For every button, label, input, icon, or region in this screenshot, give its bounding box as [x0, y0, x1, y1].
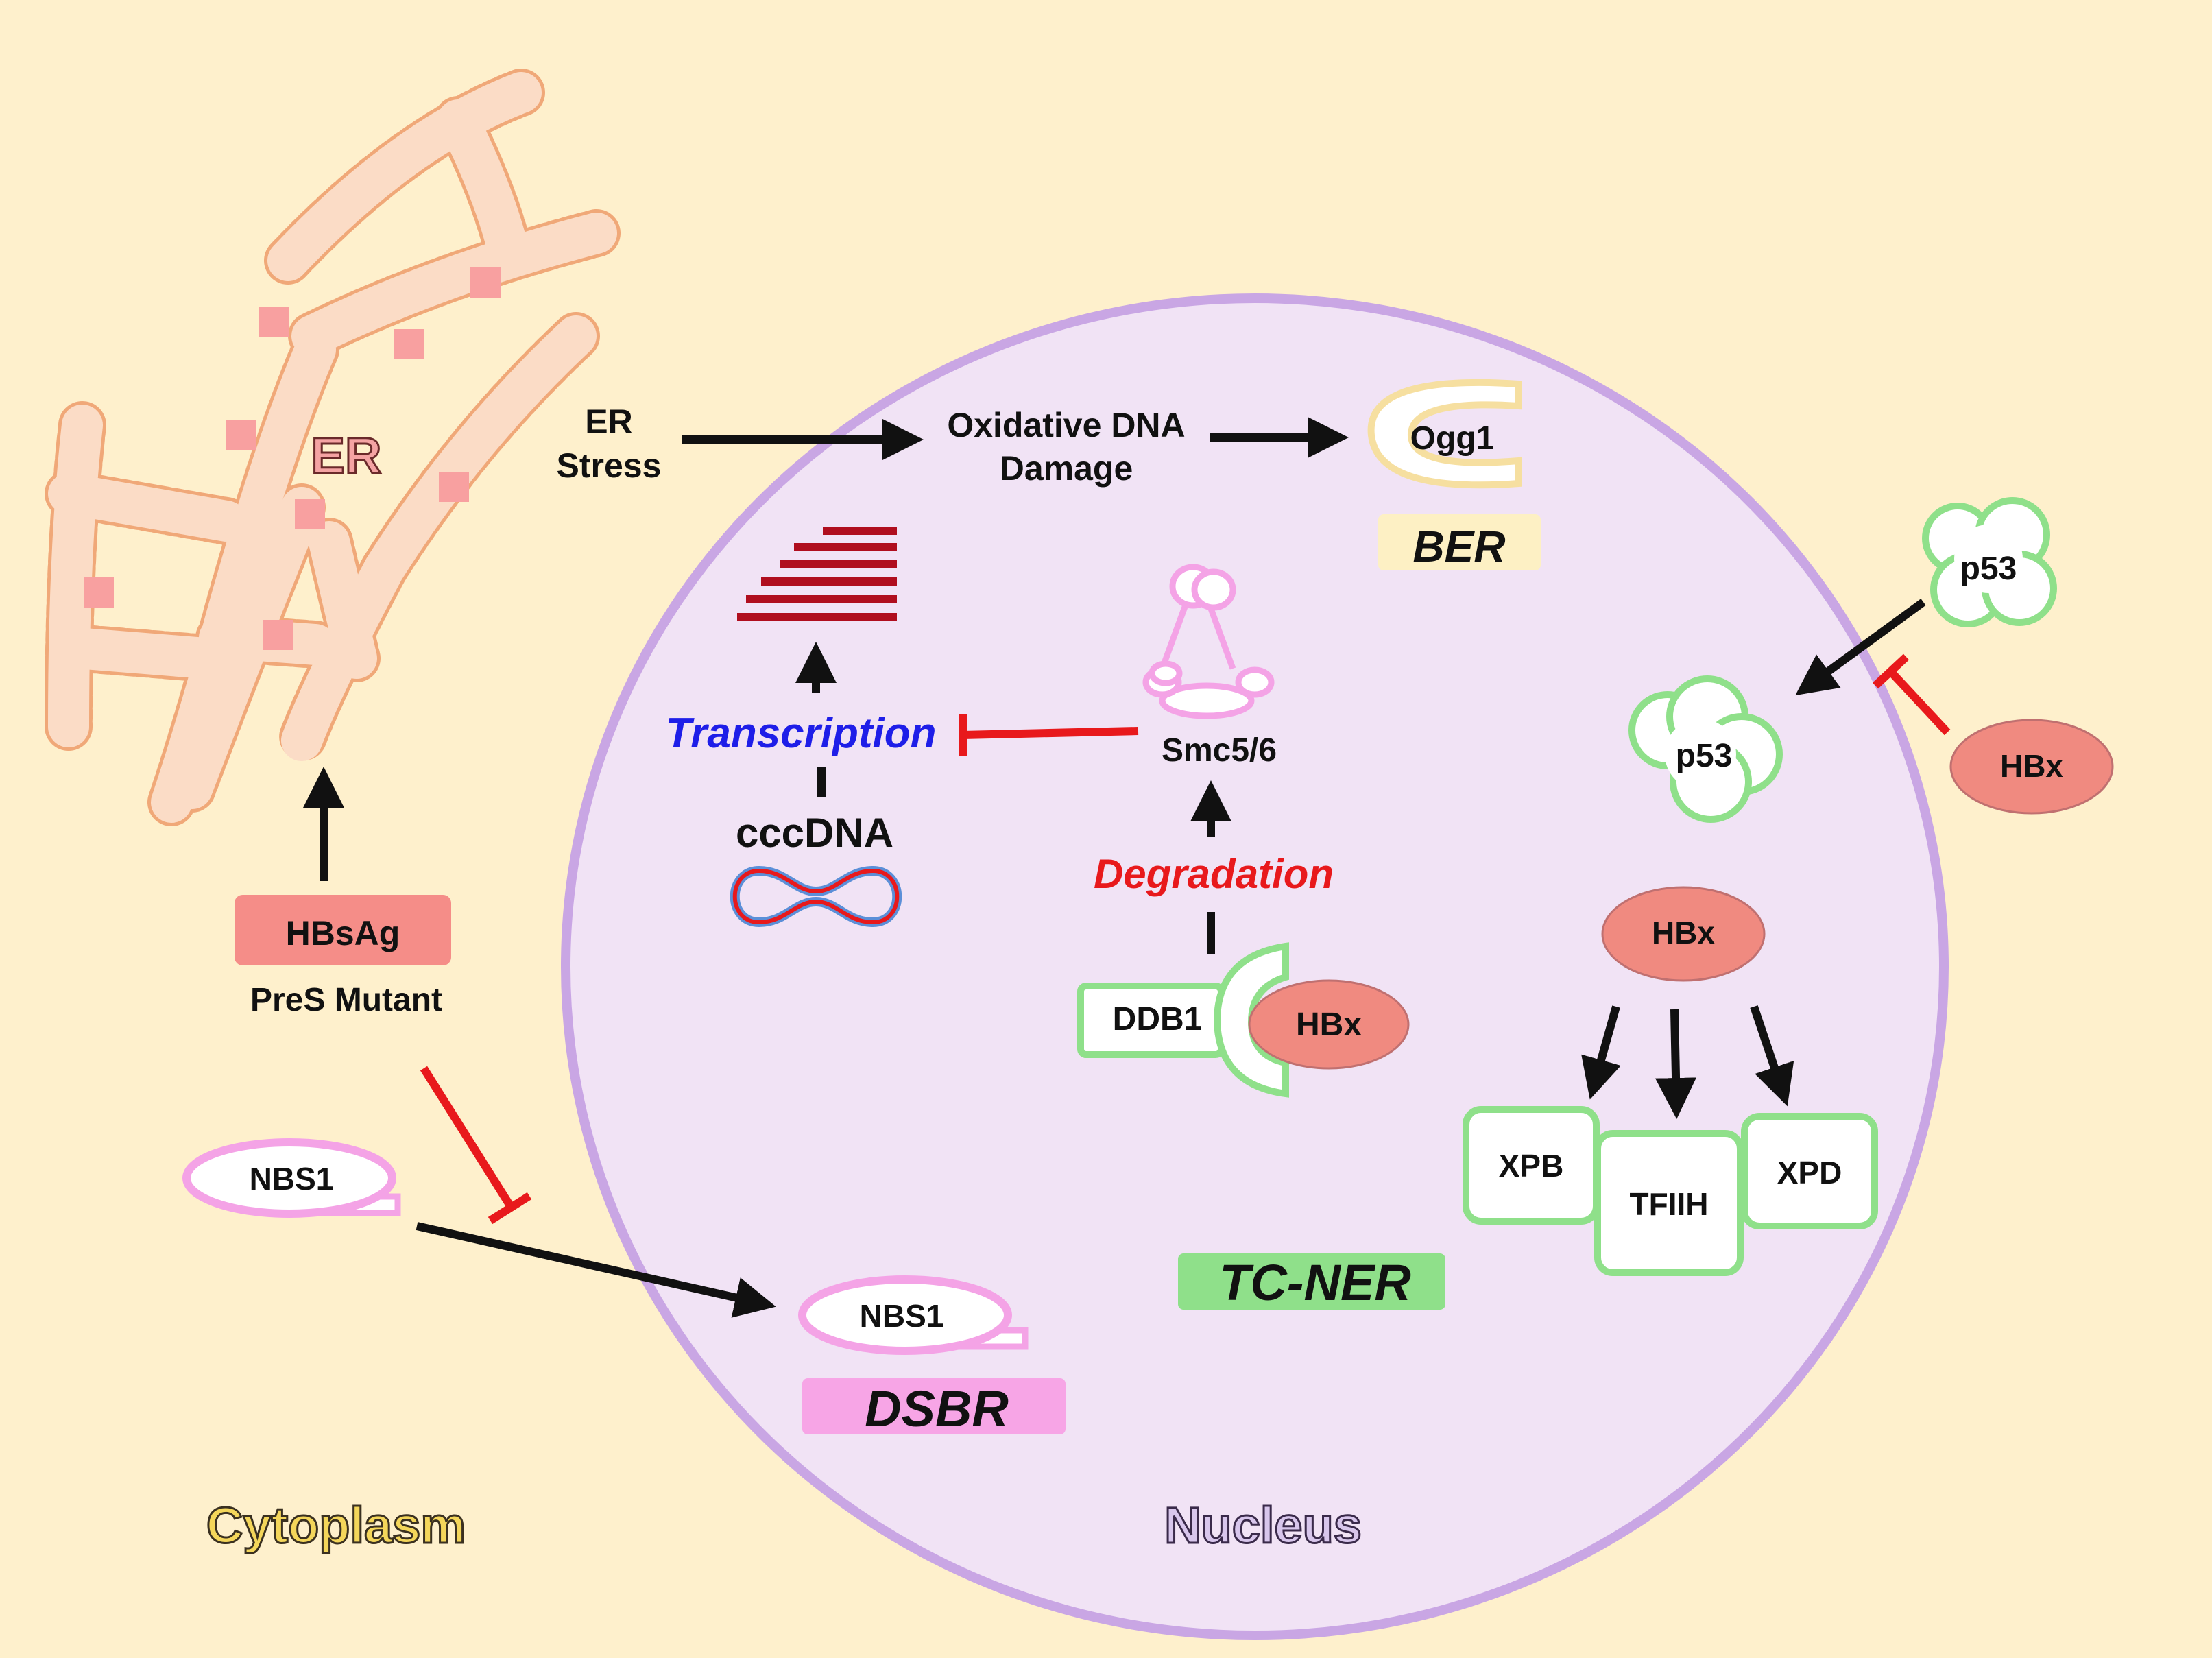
tc-ner-box: [1178, 1253, 1445, 1310]
p53-inner-label: p53: [1676, 738, 1733, 774]
er-label: ER: [311, 427, 382, 484]
nbs1-cytoplasm-protein: [182, 1138, 401, 1218]
arrow-hbx-to-tfiih: [1655, 1009, 1697, 1119]
er-ribosome: [394, 329, 424, 359]
oxidative-damage-line2: Damage: [1000, 449, 1133, 488]
cccdna-molecule: [730, 865, 902, 928]
hbx-ner-label: HBx: [1652, 915, 1715, 950]
ogg1-label: Ogg1: [1410, 420, 1495, 457]
hbx-outer-label: HBx: [2000, 748, 2063, 784]
xpd-box: [1741, 1113, 1878, 1229]
cccdna-label: cccDNA: [736, 810, 893, 856]
inhibit-hbx-p53-import: [1872, 653, 1951, 736]
smc56-label: Smc5/6: [1162, 732, 1277, 769]
pres-mutant-label: PreS Mutant: [250, 982, 442, 1018]
endoplasmic-reticulum: [45, 69, 621, 826]
degradation-label: Degradation: [1094, 851, 1334, 897]
hbsag-label: HBsAg: [286, 914, 400, 952]
tc-ner-label: TC-NER: [1219, 1254, 1411, 1311]
p53-outer-protein: [1922, 497, 2057, 627]
er-stress-line2: Stress: [557, 446, 662, 485]
hbx-ner: [1601, 886, 1766, 982]
er-ribosome: [263, 620, 293, 650]
ogg1-protein: [1367, 379, 1522, 489]
arrow-hbx-to-xpb: [1581, 1005, 1621, 1100]
transcription-label: Transcription: [665, 710, 936, 757]
xpb-label: XPB: [1499, 1148, 1564, 1184]
p53-inner-protein: [1628, 675, 1783, 823]
cytoplasm-label: Cytoplasm: [206, 1497, 466, 1554]
inhibit-pres-nbs1: [420, 1066, 532, 1225]
nbs1-cytoplasm-label: NBS1: [250, 1161, 334, 1197]
er-ribosome: [226, 420, 256, 450]
er-ribosome: [84, 577, 114, 608]
er-ribosome: [259, 307, 289, 337]
hbx-outer: [1949, 719, 2114, 815]
er-stress-line1: ER: [585, 403, 632, 441]
nbs1-nucleus-label: NBS1: [860, 1298, 944, 1334]
hbsag-box: [235, 895, 451, 965]
nbs1-nucleus-protein: [798, 1275, 1029, 1355]
transcript-rna-bars: [737, 527, 897, 621]
dsbr-box: [802, 1378, 1066, 1434]
arrow-hbx-to-xpd: [1750, 1005, 1794, 1107]
tfiih-box: [1594, 1130, 1744, 1276]
er-ribosome: [295, 499, 325, 529]
arrow-nbs1-to-nucleus: [416, 1222, 776, 1318]
hbx-ddb1-label: HBx: [1296, 1007, 1362, 1043]
nucleus-label: Nucleus: [1164, 1497, 1362, 1554]
inhibit-smc56-transcription: [959, 714, 1139, 756]
oxidative-damage-line1: Oxidative DNA: [947, 406, 1185, 444]
smc56-complex: [1142, 564, 1275, 719]
ber-label: BER: [1412, 522, 1505, 571]
xpd-label: XPD: [1777, 1155, 1842, 1190]
er-ribosome: [470, 267, 501, 298]
p53-outer-label: p53: [1960, 551, 2017, 587]
arrow-p53-import: [1795, 599, 1926, 696]
hbx-ddb1-bound: [1248, 979, 1410, 1070]
dsbr-label: DSBR: [865, 1380, 1009, 1437]
er-ribosome: [439, 472, 469, 502]
ber-box: [1378, 514, 1541, 570]
tfiih-label: TFIIH: [1630, 1186, 1709, 1222]
ddb1-label: DDB1: [1113, 1001, 1203, 1037]
